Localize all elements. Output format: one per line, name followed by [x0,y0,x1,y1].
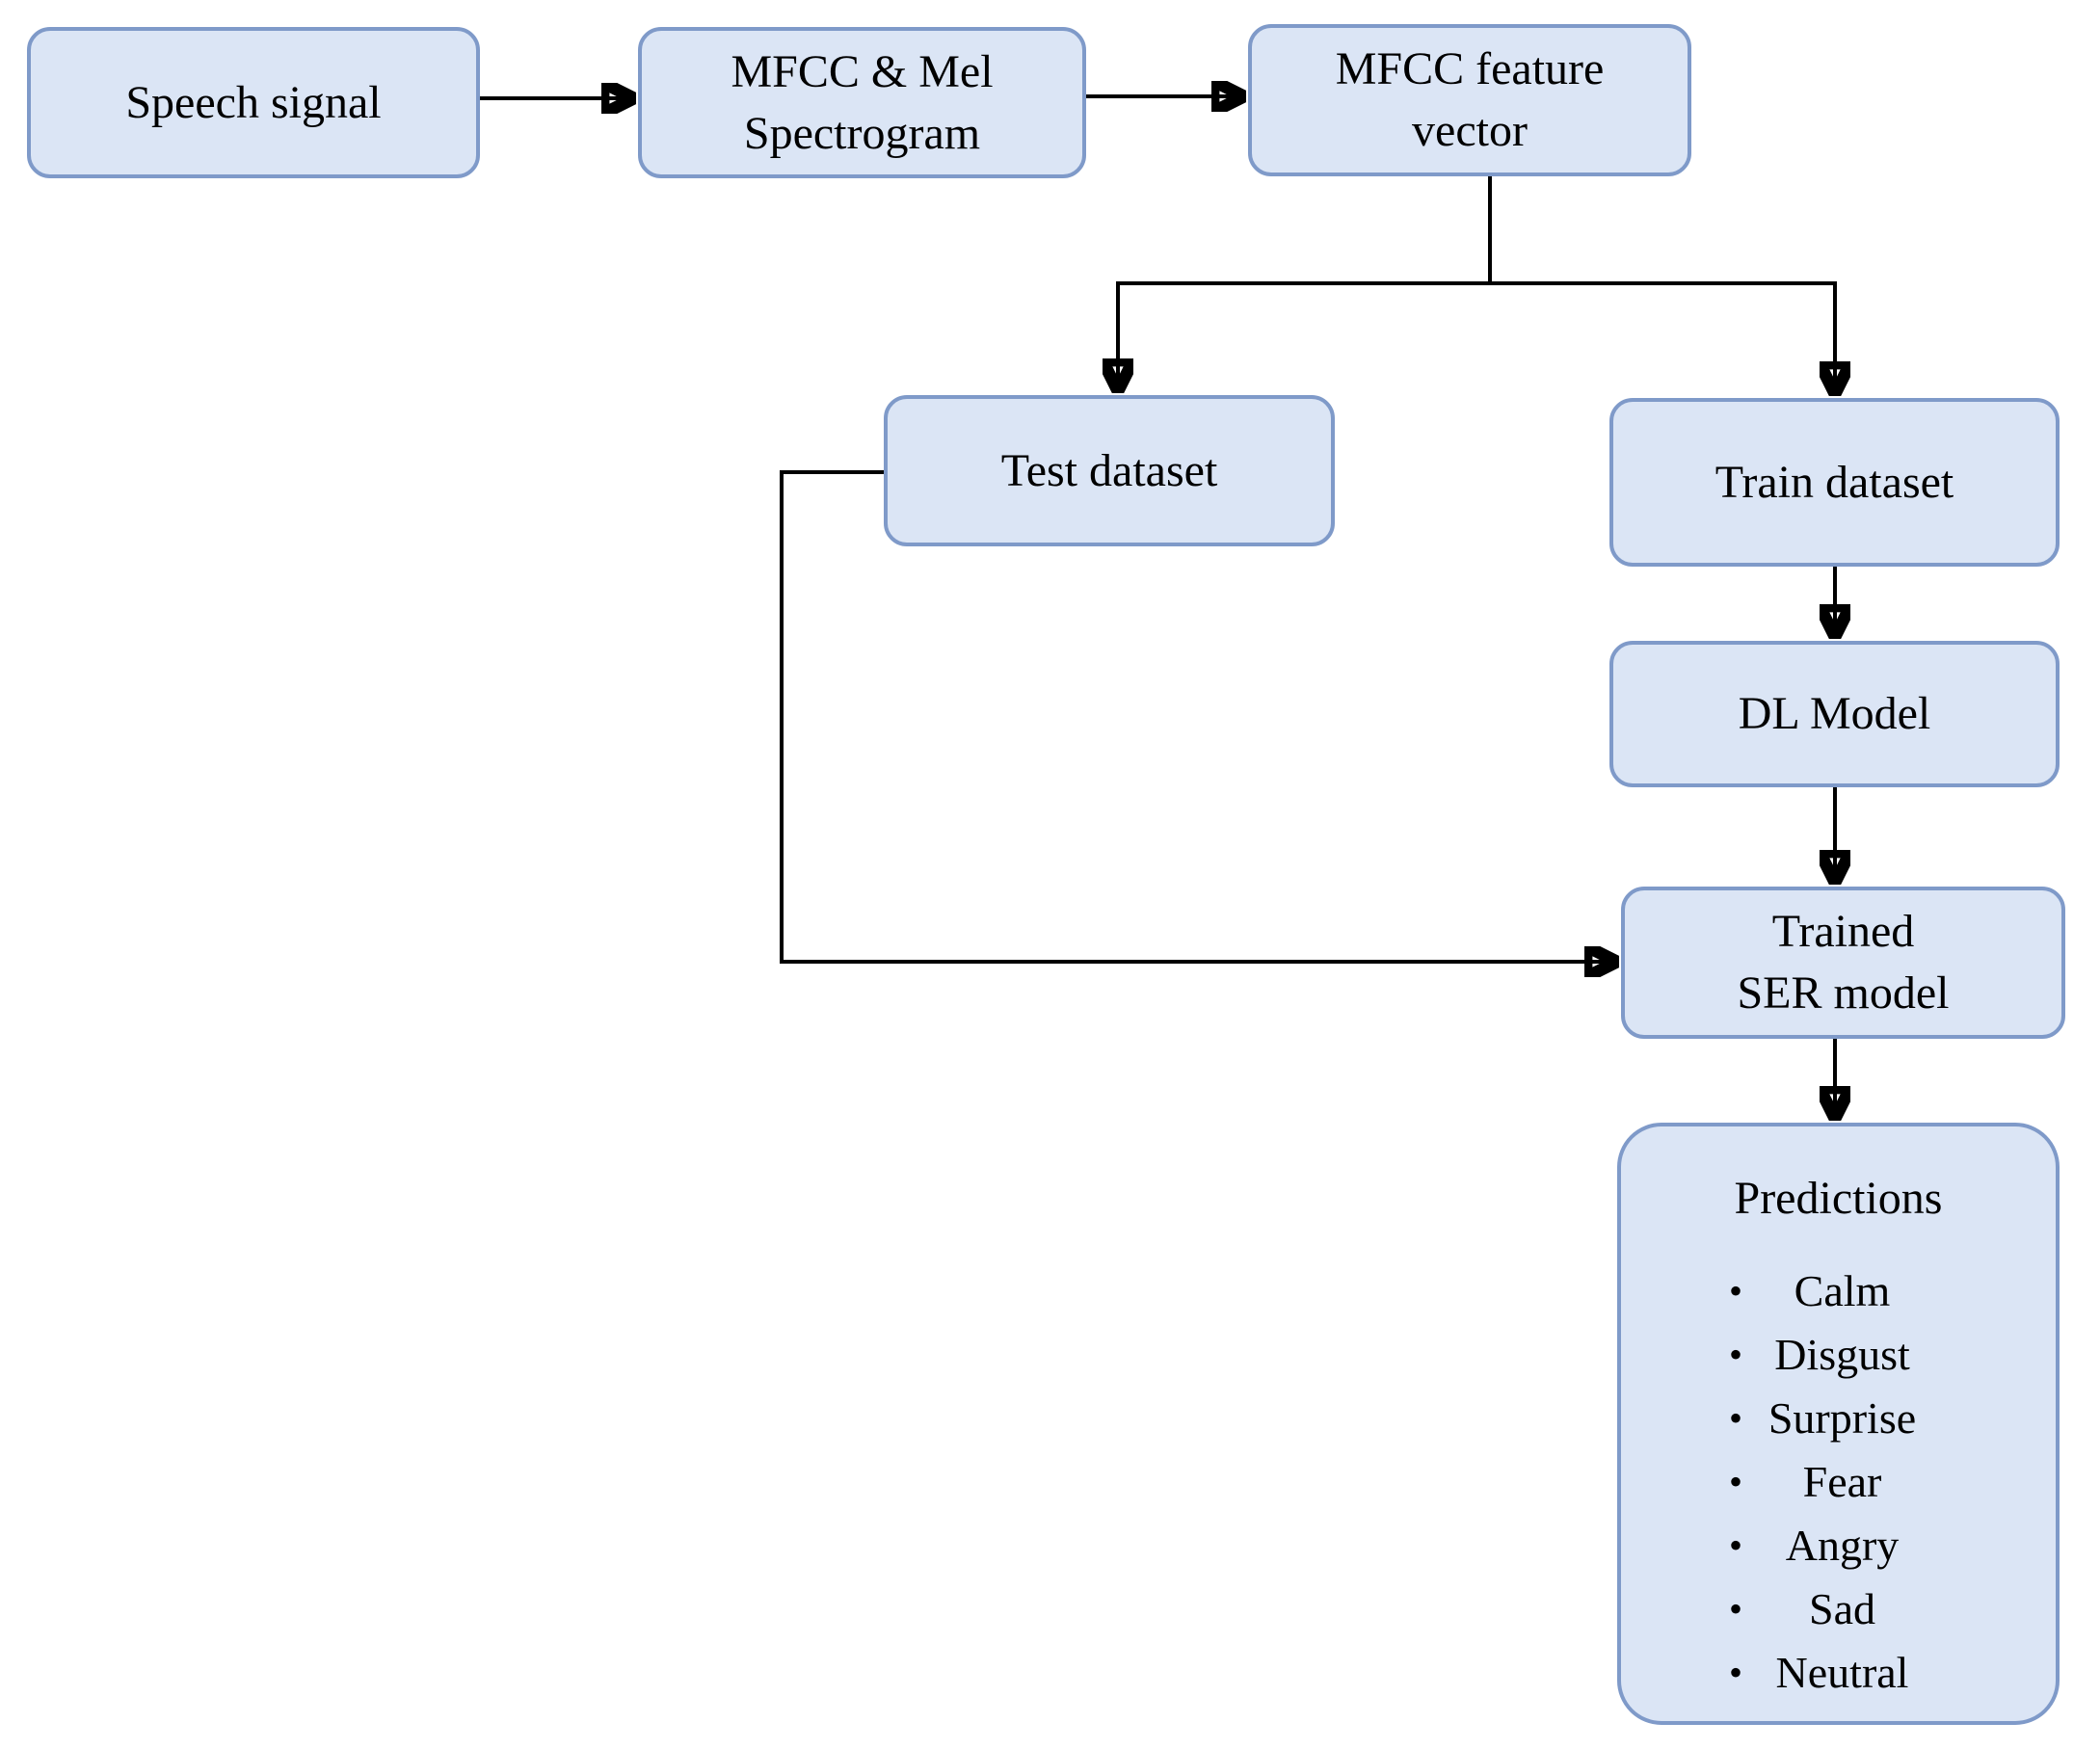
prediction-item-label: Sad [1809,1584,1875,1633]
node-speech-signal-label: Speech signal [125,76,382,128]
node-train-dataset: Train dataset [1609,398,2060,567]
prediction-item-neutral: • Neutral [1621,1641,2056,1705]
prediction-item-angry: • Angry [1621,1514,2056,1577]
node-trained-ser-model: Trained SER model [1621,887,2065,1039]
bullet-icon: • [1729,1396,1743,1440]
bullet-icon: • [1729,1460,1743,1503]
node-mfcc-mel-spectrogram: MFCC & Mel Spectrogram [638,27,1086,178]
node-test-dataset-label: Test dataset [1000,444,1218,496]
prediction-item-surprise: • Surprise [1621,1387,2056,1450]
node-dl-model: DL Model [1609,641,2060,787]
node-speech-signal: Speech signal [27,27,480,178]
node-mfcc-feature-vector-label: MFCC feature vector [1335,43,1605,156]
node-dl-model-label: DL Model [1738,688,1931,739]
prediction-item-label: Surprise [1768,1393,1917,1443]
node-mfcc-mel-spectrogram-label: MFCC & Mel Spectrogram [731,45,994,159]
node-predictions: Predictions • Calm • Disgust • Surprise … [1617,1123,2060,1725]
node-test-dataset: Test dataset [884,395,1335,546]
predictions-list: • Calm • Disgust • Surprise • Fear • Ang… [1621,1259,2056,1705]
bullet-icon: • [1729,1269,1743,1312]
node-mfcc-feature-vector: MFCC feature vector [1248,24,1691,176]
prediction-item-calm: • Calm [1621,1259,2056,1323]
prediction-item-sad: • Sad [1621,1577,2056,1641]
prediction-item-label: Calm [1794,1266,1891,1315]
node-trained-ser-model-label: Trained SER model [1737,906,1950,1019]
bullet-icon: • [1729,1524,1743,1567]
bullet-icon: • [1729,1333,1743,1376]
node-train-dataset-label: Train dataset [1715,456,1954,508]
prediction-item-disgust: • Disgust [1621,1323,2056,1387]
prediction-item-fear: • Fear [1621,1450,2056,1514]
bullet-icon: • [1729,1651,1743,1694]
prediction-item-label: Neutral [1775,1648,1909,1697]
bullet-icon: • [1729,1587,1743,1630]
node-predictions-title: Predictions [1734,1173,1943,1224]
prediction-item-label: Disgust [1774,1330,1910,1379]
prediction-item-label: Fear [1802,1457,1882,1506]
prediction-item-label: Angry [1785,1521,1900,1570]
